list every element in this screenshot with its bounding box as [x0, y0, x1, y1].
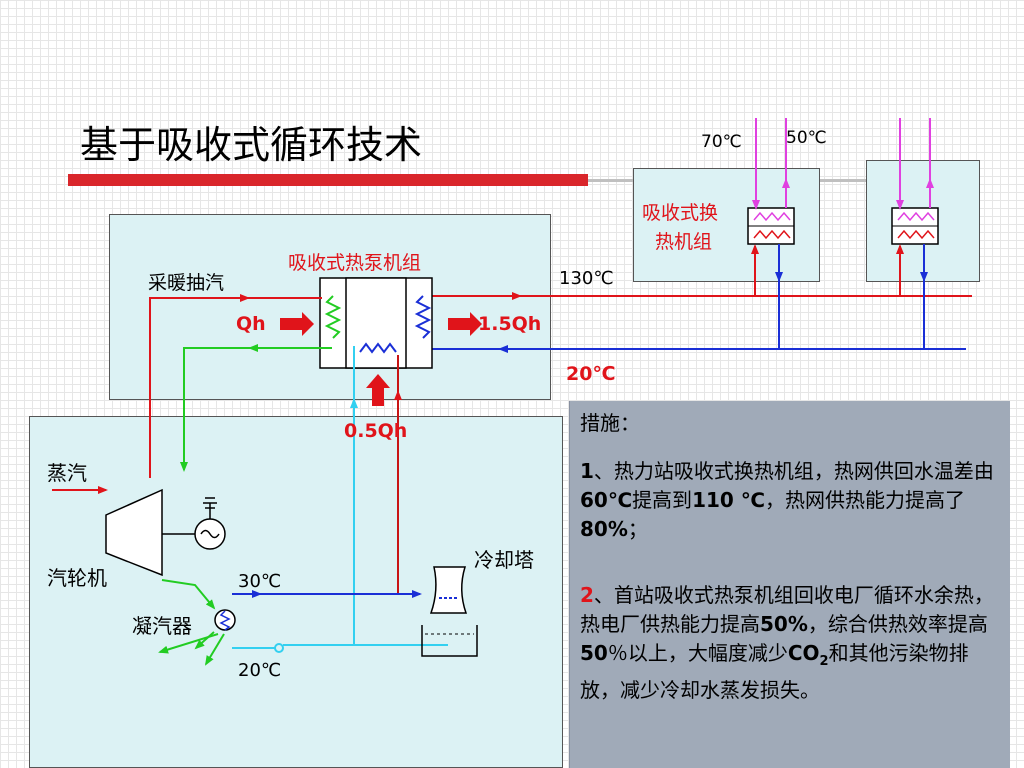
exchanger-label-line1: 吸收式换 — [642, 202, 719, 224]
power-plant-panel — [29, 416, 563, 768]
qh-05-label: 0.5Qh — [344, 420, 408, 442]
qh-15-label: 1.5Qh — [478, 313, 542, 335]
condenser-label: 凝汽器 — [132, 614, 192, 638]
cooling-tower-label: 冷却塔 — [474, 548, 534, 572]
heating-extraction-label: 采暖抽汽 — [148, 272, 225, 294]
temp-20-cool-label: 20℃ — [238, 660, 282, 681]
title-underline — [68, 174, 588, 186]
temp-130-label: 130℃ — [559, 268, 614, 289]
heat-pump-unit — [319, 277, 433, 369]
condenser-icon — [214, 609, 236, 631]
turbine-icon — [105, 488, 163, 577]
temp-50-label: 50℃ — [786, 128, 827, 148]
exchanger-label-line2: 热机组 — [655, 231, 713, 253]
measure-item-2: 2、首站吸收式热泵机组回收电厂循环水余热，热电厂供热能力提高50%，综合供热效率… — [580, 583, 994, 702]
cooling-tower-icon — [421, 566, 478, 657]
measures-heading: 措施： — [580, 411, 640, 435]
absorption-exchanger-1 — [747, 118, 795, 349]
heat-pump-unit-label: 吸收式热泵机组 — [288, 252, 422, 274]
steam-label: 蒸汽 — [47, 461, 87, 485]
absorption-exchanger-2 — [891, 118, 939, 349]
page-title: 基于吸收式循环技术 — [80, 123, 423, 167]
temp-20-return-label: 20℃ — [566, 363, 616, 385]
temp-30-label: 30℃ — [238, 571, 282, 592]
turbine-label: 汽轮机 — [47, 566, 107, 590]
measures-panel: 措施： 1、热力站吸收式换热机组，热网供回水温差由60℃提高到110 ℃，热网供… — [569, 401, 1010, 768]
measure-item-1: 1、热力站吸收式换热机组，热网供回水温差由60℃提高到110 ℃，热网供热能力提… — [580, 459, 994, 541]
temp-70-label: 70℃ — [701, 132, 742, 152]
qh-label: Qh — [236, 313, 266, 335]
